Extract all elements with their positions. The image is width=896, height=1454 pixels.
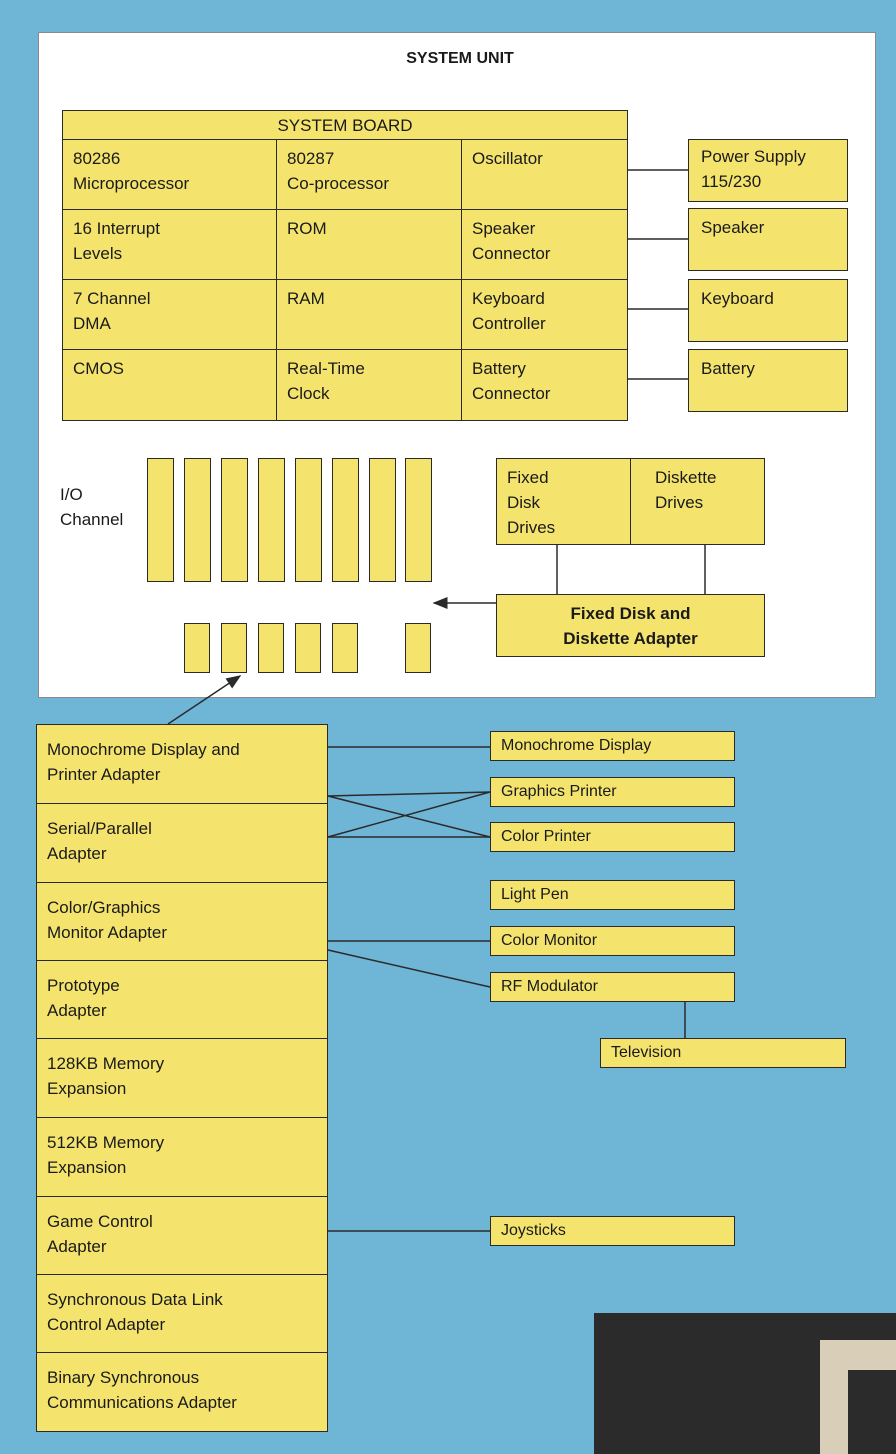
io-slot-short-2 [221, 623, 247, 673]
speaker-box: Speaker [688, 208, 848, 271]
io-slot-short-4 [295, 623, 321, 673]
adapter-sdlc: Synchronous Data Link Control Adapter [36, 1274, 328, 1353]
cell-keyboard-controller: Keyboard Controller [461, 279, 628, 350]
io-slot-7 [369, 458, 396, 582]
line-cga-rf-modulator [327, 949, 491, 988]
adapter-512kb-memory: 512KB Memory Expansion [36, 1117, 328, 1197]
diskette-drives-box: Diskette Drives [630, 458, 765, 545]
disk-adapter-box: Fixed Disk and Diskette Adapter [496, 594, 765, 657]
adapter-monochrome-display-printer: Monochrome Display and Printer Adapter [36, 724, 328, 804]
television-box: Television [600, 1038, 846, 1068]
cell-interrupt-levels: 16 Interrupt Levels [62, 209, 277, 280]
cell-80287-coprocessor: 80287 Co-processor [276, 139, 462, 210]
color-printer-box: Color Printer [490, 822, 735, 852]
io-slot-5 [295, 458, 322, 582]
cell-speaker-connector: Speaker Connector [461, 209, 628, 280]
adapter-serial-parallel: Serial/Parallel Adapter [36, 803, 328, 883]
cell-cmos: CMOS [62, 349, 277, 421]
io-slot-1 [147, 458, 174, 582]
adapter-128kb-memory: 128KB Memory Expansion [36, 1038, 328, 1118]
arrow-adapters-slot [167, 675, 242, 725]
adapter-bsc: Binary Synchronous Communications Adapte… [36, 1352, 328, 1432]
io-slot-short-5 [332, 623, 358, 673]
system-unit-title: SYSTEM UNIT [406, 50, 514, 67]
adapter-color-graphics-monitor: Color/Graphics Monitor Adapter [36, 882, 328, 961]
io-slot-short-1 [184, 623, 210, 673]
io-slot-short-6 [405, 623, 431, 673]
io-slot-3 [221, 458, 248, 582]
power-supply-box: Power Supply 115/230 [688, 139, 848, 202]
io-slot-8 [405, 458, 432, 582]
io-slot-4 [258, 458, 285, 582]
color-monitor-box: Color Monitor [490, 926, 735, 956]
fixed-disk-drives-box: Fixed Disk Drives [496, 458, 631, 545]
cell-80286-microprocessor: 80286 Microprocessor [62, 139, 277, 210]
cell-oscillator: Oscillator [461, 139, 628, 210]
line-mono-graphics-printer [327, 791, 491, 797]
battery-box: Battery [688, 349, 848, 412]
line-mono-color-printer [327, 795, 491, 838]
keyboard-box: Keyboard [688, 279, 848, 342]
monitor-screen-edge [848, 1370, 896, 1454]
cell-rom: ROM [276, 209, 462, 280]
io-channel-label: I/O Channel [60, 485, 124, 529]
cell-battery-connector: Battery Connector [461, 349, 628, 421]
line-serial-graphics-printer [327, 791, 491, 838]
monochrome-display-box: Monochrome Display [490, 731, 735, 761]
graphics-printer-box: Graphics Printer [490, 777, 735, 807]
joysticks-box: Joysticks [490, 1216, 735, 1246]
io-slot-short-3 [258, 623, 284, 673]
light-pen-box: Light Pen [490, 880, 735, 910]
io-slot-6 [332, 458, 359, 582]
io-slot-2 [184, 458, 211, 582]
rf-modulator-box: RF Modulator [490, 972, 735, 1002]
adapter-game-control: Game Control Adapter [36, 1196, 328, 1275]
